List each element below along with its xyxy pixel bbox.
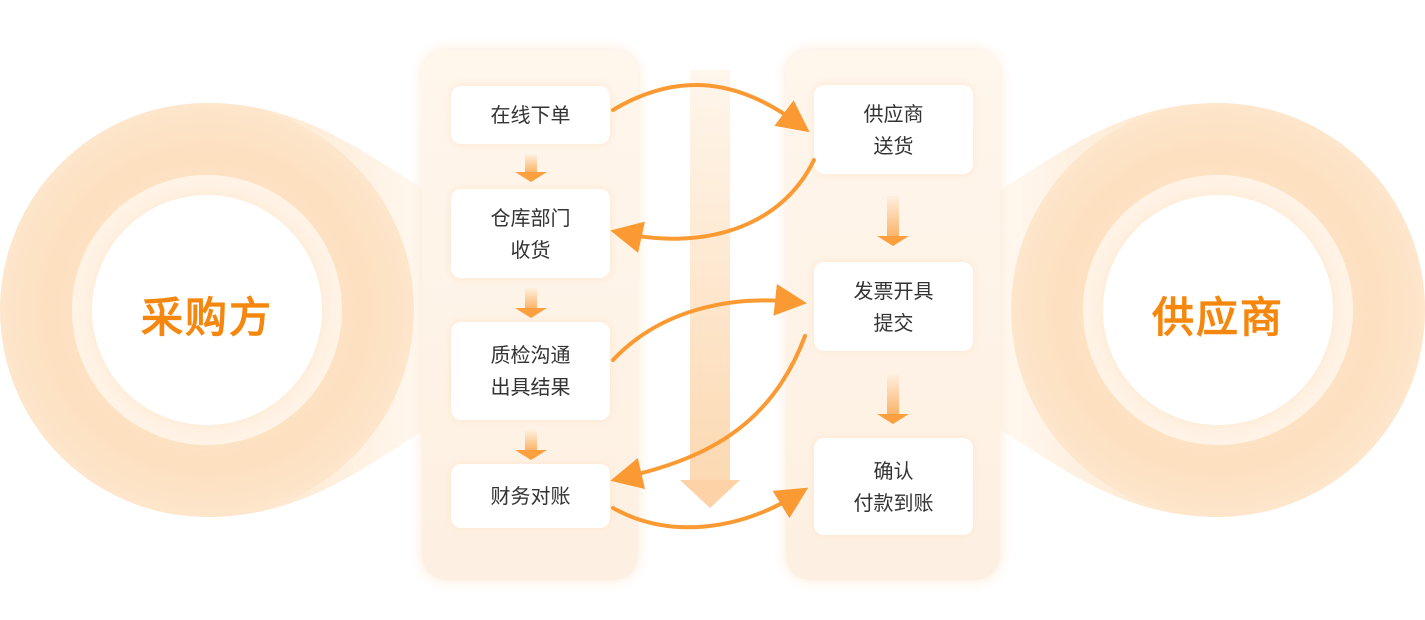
step-text: 送货 <box>873 133 914 158</box>
timeline-arrow-shaft <box>690 70 730 482</box>
buyer-core <box>92 195 322 425</box>
step-text: 仓库部门 <box>490 205 571 230</box>
step-text: 收货 <box>510 237 551 262</box>
arrow-finance-to-payment <box>611 487 809 530</box>
step-payment-confirm: 确认 付款到账 <box>814 438 973 535</box>
down-arrow-icon <box>515 154 547 182</box>
supplier-label: 供应商 <box>1151 293 1284 342</box>
step-text: 财务对账 <box>490 484 571 508</box>
step-quality-check: 质检沟通 出具结果 <box>451 322 610 420</box>
down-arrow-icon <box>877 374 909 424</box>
down-arrow-icon <box>515 430 547 460</box>
step-text: 供应商 <box>863 101 924 126</box>
step-invoice-submit: 发票开具 提交 <box>814 262 973 351</box>
down-arrow-icon <box>877 196 909 246</box>
timeline-arrow-head <box>680 480 740 508</box>
step-supplier-deliver: 供应商 送货 <box>814 85 973 174</box>
step-finance-reconcile: 财务对账 <box>451 464 610 528</box>
step-text: 在线下单 <box>490 103 571 127</box>
arrow-check-to-invoice <box>611 283 807 362</box>
step-text: 质检沟通 <box>490 343 571 367</box>
step-warehouse-receive: 仓库部门 收货 <box>451 189 610 278</box>
buyer-label: 采购方 <box>140 293 273 342</box>
step-text: 发票开具 <box>853 278 934 303</box>
step-text: 出具结果 <box>490 375 571 399</box>
step-online-order: 在线下单 <box>451 86 610 144</box>
step-text: 确认 <box>873 458 914 483</box>
arrow-invoice-to-finance <box>610 334 807 490</box>
step-text: 提交 <box>873 310 914 335</box>
step-text: 付款到账 <box>853 490 934 515</box>
arrow-order-to-deliver <box>611 83 810 133</box>
supplier-core <box>1103 195 1333 425</box>
down-arrow-icon <box>515 288 547 318</box>
arrow-deliver-to-receive <box>610 158 816 253</box>
